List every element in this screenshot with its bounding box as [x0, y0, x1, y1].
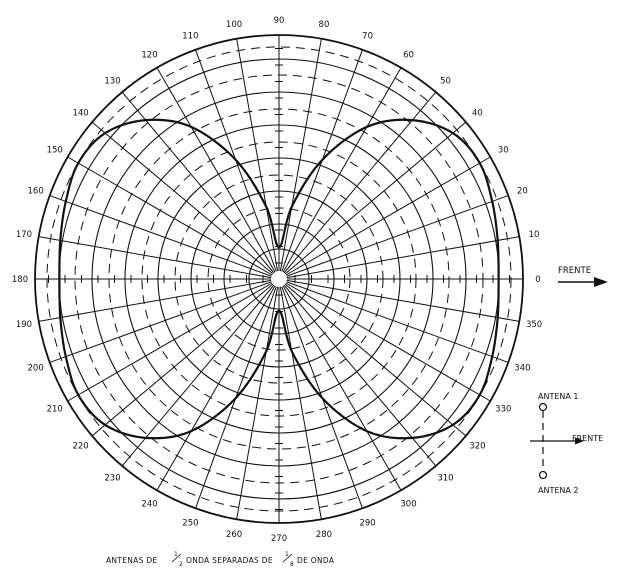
radial-spokes: [35, 35, 523, 523]
angle-label: 330: [495, 405, 511, 415]
caption-part1: ANTENAS DE: [106, 556, 157, 565]
radial-spoke: [286, 279, 520, 322]
angle-label: 80: [319, 20, 330, 30]
caption: ANTENAS DE 1 2 ONDA SEPARADAS DE 1 8 DE …: [106, 551, 335, 568]
radial-spoke: [236, 286, 279, 520]
angle-label: 310: [437, 473, 453, 483]
angle-label: 290: [359, 518, 375, 528]
angle-label: 120: [141, 51, 157, 61]
radiation-pattern-curve: [58, 118, 500, 440]
angle-label: 230: [104, 473, 120, 483]
angle-label: 110: [182, 32, 198, 42]
radial-spoke: [286, 236, 520, 279]
angle-label: 190: [16, 320, 32, 330]
radial-spoke: [286, 195, 509, 277]
caption-part2: ONDA SEPARADAS DE: [186, 556, 273, 565]
caption-frac2-den: 8: [290, 561, 294, 568]
radial-spoke: [284, 121, 467, 275]
angle-label: 170: [16, 230, 32, 240]
radial-spoke: [279, 38, 322, 272]
angle-label: 90: [274, 16, 285, 26]
caption-frac2-num: 1: [285, 551, 289, 558]
angle-label: 250: [182, 518, 198, 528]
radial-spoke: [121, 91, 275, 274]
angle-label: 270: [271, 534, 287, 544]
angle-label: 240: [141, 499, 157, 509]
caption-frac1-den: 2: [179, 561, 183, 568]
angle-label: 180: [12, 275, 28, 285]
radial-spoke: [121, 284, 275, 467]
angle-label: 150: [47, 146, 63, 156]
caption-frac1-num: 1: [174, 551, 178, 558]
radial-spoke: [91, 121, 274, 275]
caption-part3: DE ONDA: [297, 556, 335, 565]
radial-spoke: [282, 285, 402, 491]
angle-label: 20: [517, 186, 528, 196]
radial-spoke: [156, 285, 276, 491]
antenna1-label: ANTENA 1: [538, 392, 579, 401]
radial-spoke: [284, 283, 467, 437]
radial-spoke: [91, 283, 274, 437]
legend-front-label: FRENTE: [572, 434, 603, 443]
angle-label: 10: [529, 230, 540, 240]
angle-label: 280: [316, 530, 332, 540]
radial-spoke: [67, 282, 273, 402]
angle-labels: 0 10 20 30 40 50 60 70 80 90 100 110 120 130 140 150 160…: [12, 16, 542, 544]
angle-label: 0: [535, 275, 540, 285]
antenna2-label: ANTENA 2: [538, 486, 579, 495]
radial-spoke: [67, 156, 273, 276]
angle-label: 350: [526, 320, 542, 330]
radial-spoke: [285, 282, 491, 402]
front-label: FRENTE: [558, 266, 591, 276]
radial-spoke: [283, 91, 437, 274]
angle-label: 50: [440, 77, 451, 87]
angle-label: 140: [72, 109, 88, 119]
radial-spoke: [49, 195, 272, 277]
angle-label: 100: [226, 20, 242, 30]
front-arrow: FRENTE: [558, 266, 608, 287]
angle-label: 60: [403, 51, 414, 61]
radial-spoke: [236, 38, 279, 272]
angle-label: 210: [47, 405, 63, 415]
radial-spoke: [286, 281, 509, 363]
antenna-legend: ANTENA 1 ANTENA 2 FRENTE: [530, 392, 603, 495]
antenna2-icon: [538, 470, 548, 480]
angle-label: 300: [400, 499, 416, 509]
antenna1-icon: [538, 402, 548, 412]
angle-label: 40: [472, 109, 483, 119]
angle-label: 200: [28, 364, 44, 374]
angle-label: 220: [72, 441, 88, 451]
radial-spoke: [279, 286, 322, 520]
radial-spoke: [156, 67, 276, 273]
radial-spoke: [49, 281, 272, 363]
radial-spoke: [285, 156, 491, 276]
radial-spoke: [38, 236, 272, 279]
radial-spoke: [283, 284, 437, 467]
angle-label: 320: [469, 441, 485, 451]
angle-label: 160: [28, 186, 44, 196]
angle-label: 260: [226, 530, 242, 540]
radial-spoke: [282, 67, 402, 273]
angle-label: 30: [498, 146, 509, 156]
angle-label: 70: [362, 32, 373, 42]
angle-label: 130: [104, 77, 120, 87]
radial-spoke: [38, 279, 272, 322]
angle-label: 340: [514, 364, 530, 374]
